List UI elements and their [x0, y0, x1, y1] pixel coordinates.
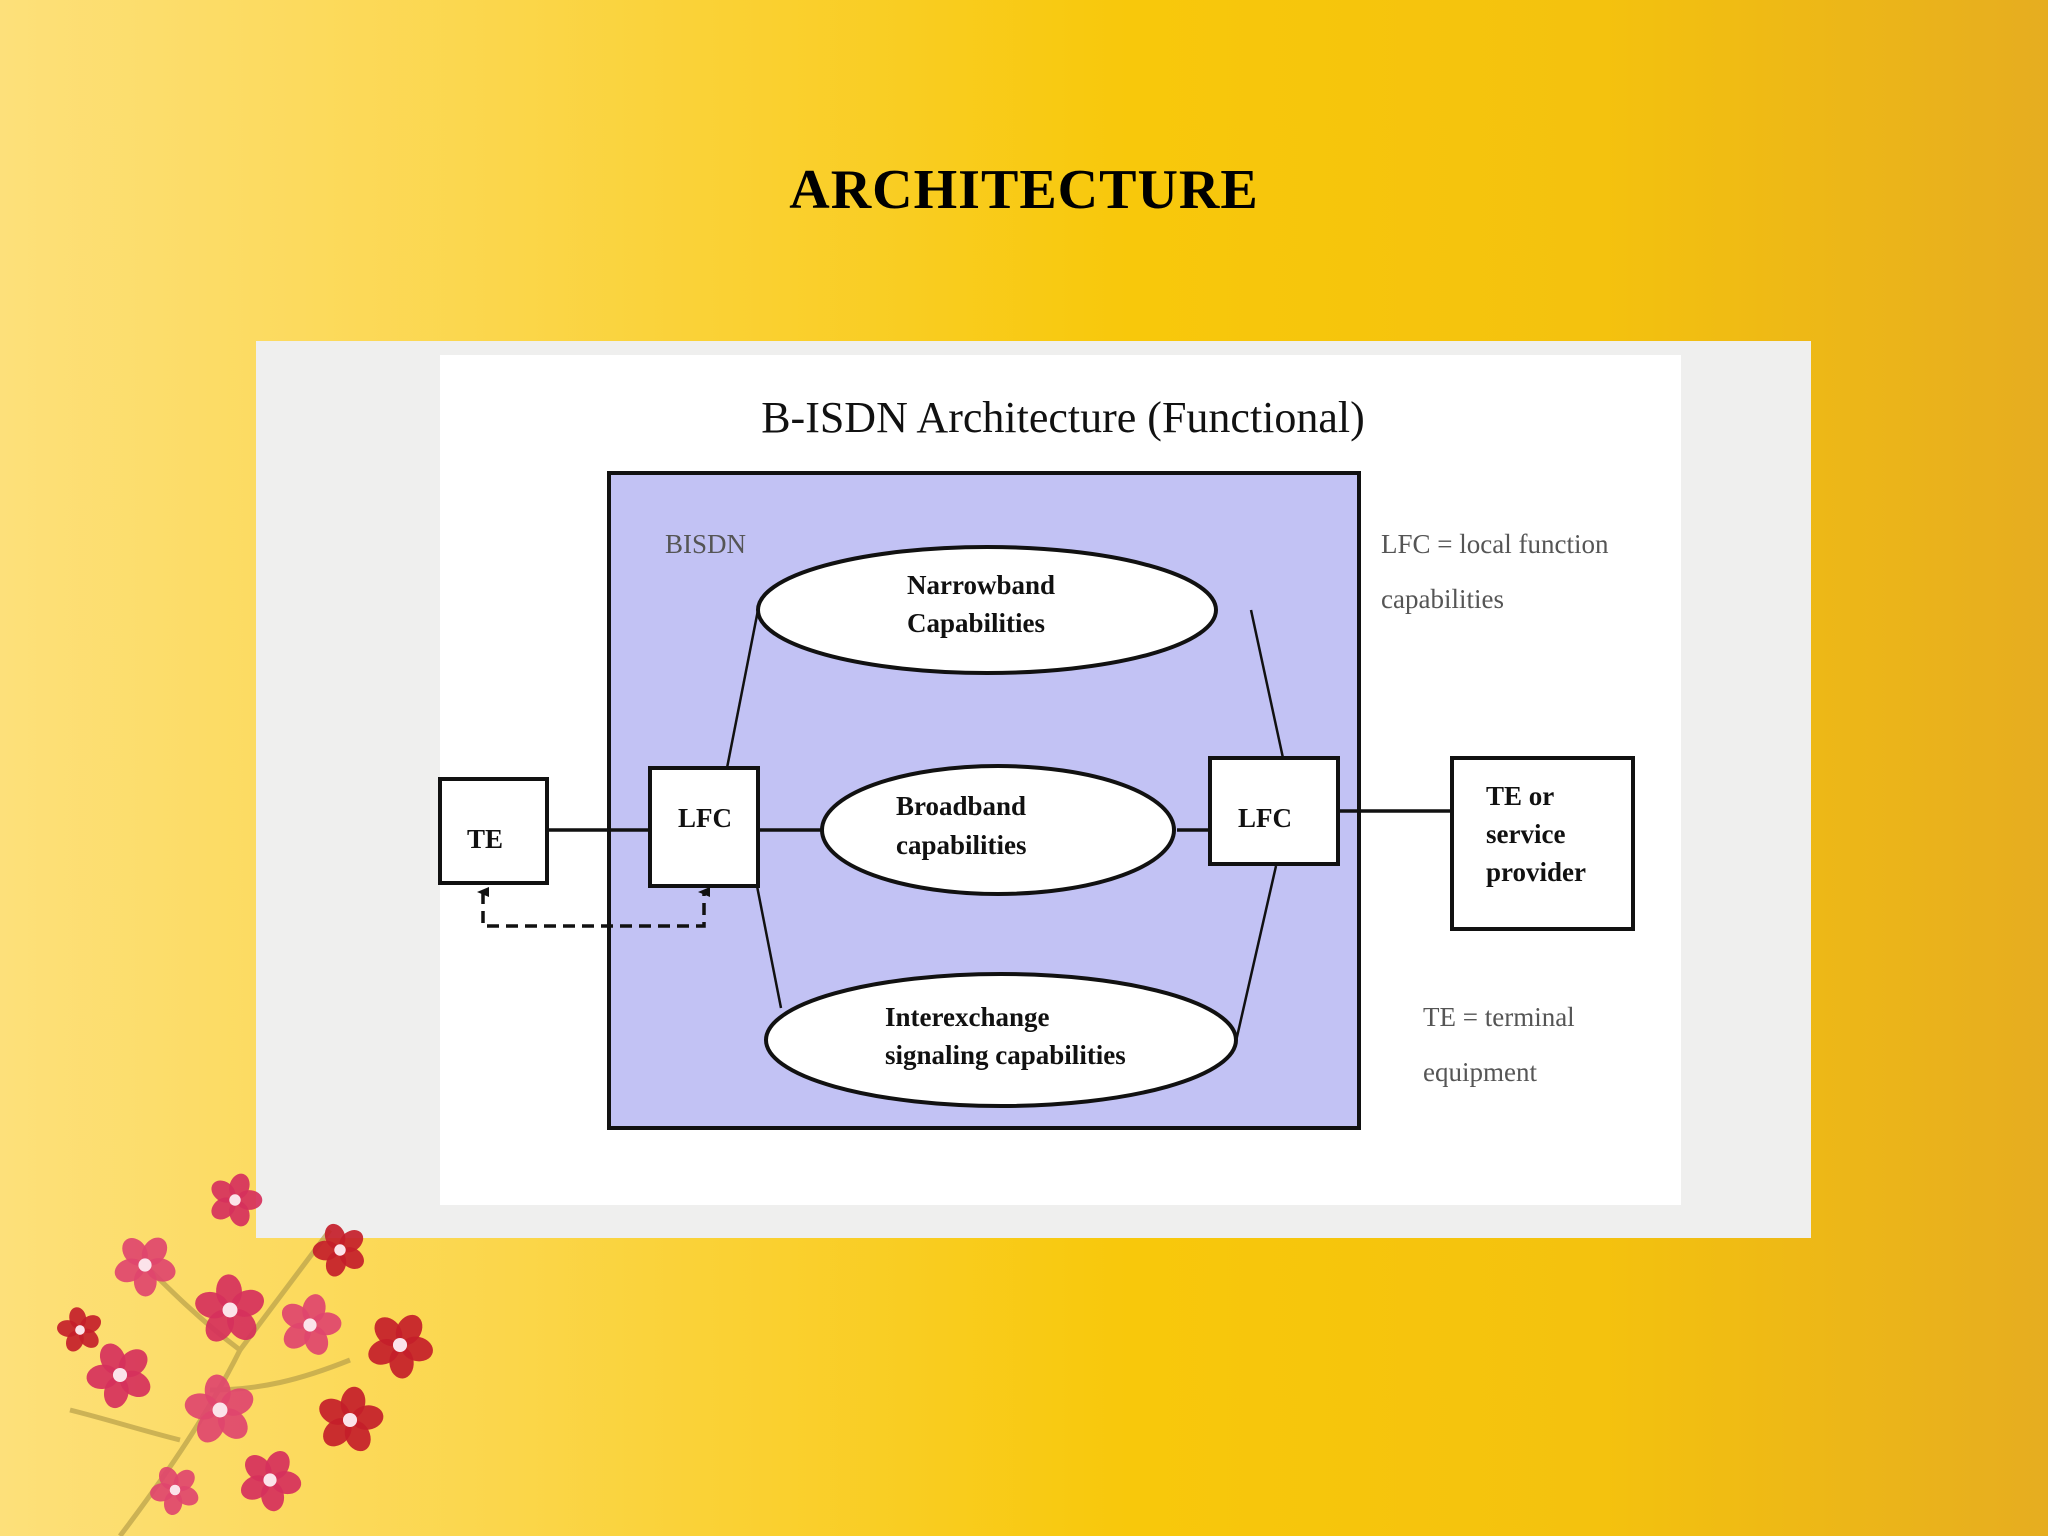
- legend-lfc-line1: LFC = local function: [1381, 529, 1609, 559]
- flower-icon: [211, 1173, 263, 1227]
- flower-icon: [57, 1307, 102, 1352]
- lfc-right-box: [1208, 756, 1340, 866]
- main-connections: [547, 809, 1452, 832]
- flower-icon: [240, 1450, 302, 1512]
- lfc-right-label: LFC: [1238, 803, 1292, 833]
- capability-links: [725, 609, 1285, 1051]
- interexchange-ellipse: [764, 972, 1238, 1108]
- narrowband-ellipse: [756, 545, 1218, 675]
- flower-cluster: [57, 1173, 433, 1516]
- flower-icon: [195, 1274, 264, 1342]
- te-provider-line2: service: [1486, 819, 1565, 849]
- te-provider-line3: provider: [1486, 857, 1586, 887]
- lfc-left-label: LFC: [678, 803, 732, 833]
- flower-icon: [86, 1343, 151, 1409]
- link-lfc-right-interexchange: [1232, 865, 1278, 1051]
- te-provider-line1: TE or: [1486, 781, 1554, 811]
- flower-icon: [281, 1294, 342, 1355]
- narrowband-label-line1: Narrowband: [907, 570, 1055, 600]
- te-provider-box: [1450, 756, 1635, 931]
- slide-title: ARCHITECTURE: [789, 159, 1259, 221]
- link-lfc-right-narrowband: [1249, 609, 1285, 759]
- flower-branch-icon: [57, 1173, 433, 1536]
- lfc-left-box: [648, 766, 760, 888]
- flower-icon: [368, 1314, 433, 1379]
- interexchange-label-line1: Interexchange: [885, 1002, 1049, 1032]
- narrowband-label-line2: Capabilities: [907, 608, 1045, 638]
- flower-icon: [150, 1466, 199, 1516]
- flower-icon: [114, 1237, 176, 1297]
- legend-te-line2: equipment: [1423, 1057, 1537, 1087]
- te-left-box: [438, 777, 549, 885]
- te-left-label: TE: [467, 824, 503, 854]
- broadband-label-line1: Broadband: [896, 791, 1026, 821]
- legend-te-line1: TE = terminal: [1423, 1002, 1575, 1032]
- flower-icon: [184, 1374, 254, 1443]
- link-lfc-left-narrowband: [725, 609, 760, 769]
- broadband-ellipse: [820, 764, 1176, 896]
- link-lfc-left-interexchange: [755, 885, 783, 1009]
- signaling-dashed-path: [477, 887, 710, 928]
- flower-icon: [319, 1386, 384, 1452]
- interexchange-label-line2: signaling capabilities: [885, 1040, 1126, 1070]
- legend-lfc-line2: capabilities: [1381, 584, 1504, 614]
- bisdn-label: BISDN: [665, 529, 746, 559]
- flower-icon: [312, 1223, 364, 1277]
- broadband-label-line2: capabilities: [896, 830, 1027, 860]
- figure-title: B-ISDN Architecture (Functional): [761, 393, 1365, 442]
